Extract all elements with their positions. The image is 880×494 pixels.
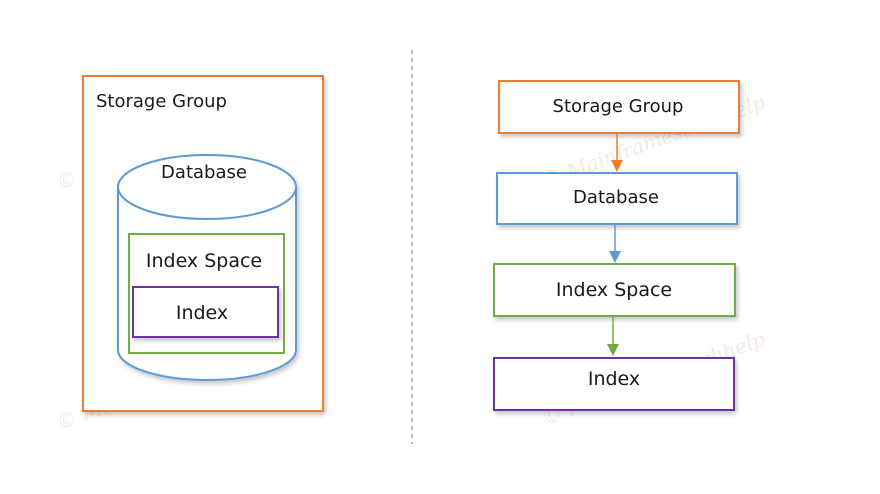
right-database-label: Database xyxy=(573,187,659,208)
left-index-box xyxy=(132,286,279,338)
right-index-box xyxy=(493,357,735,411)
right-database-box xyxy=(496,172,738,225)
left-index-label: Index xyxy=(176,302,228,324)
left-database-label: Database xyxy=(161,162,247,183)
right-index-space-box xyxy=(493,263,736,317)
right-storage-group-box xyxy=(498,80,740,134)
right-index-label: Index xyxy=(588,368,640,390)
right-index-space-label: Index Space xyxy=(556,279,672,301)
left-storage-group-label: Storage Group xyxy=(96,91,227,112)
right-storage-group-label: Storage Group xyxy=(553,96,684,117)
left-index-space-label: Index Space xyxy=(146,250,262,272)
